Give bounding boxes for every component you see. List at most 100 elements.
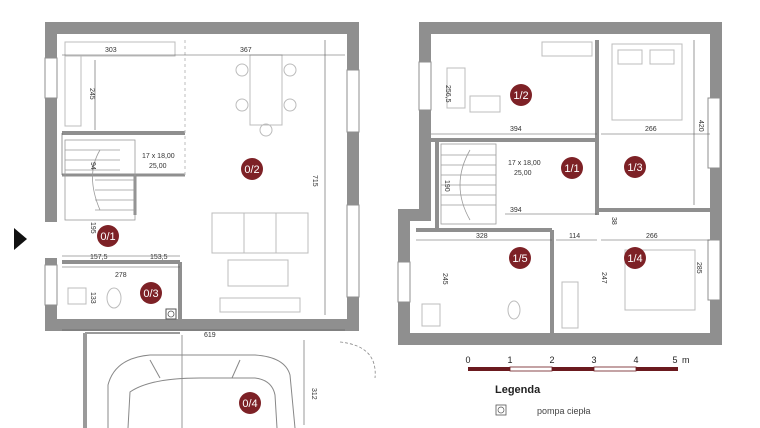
ground-stairs	[64, 139, 136, 221]
svg-text:1/5: 1/5	[512, 253, 527, 265]
dim-first-394-mid: 394	[510, 207, 522, 214]
legend-title: Legenda	[495, 384, 541, 396]
window-ground-right-1	[346, 69, 360, 133]
legend-item-heat-pump: pompa ciepła	[537, 406, 591, 416]
dim-ground-living-width: 367	[240, 47, 252, 54]
room-marker-0-2: 0/2	[241, 158, 263, 180]
dim-first-38: 38	[610, 217, 617, 225]
window-ground-right-2	[346, 204, 360, 298]
bed-1	[611, 43, 683, 121]
dim-ground-157-5: 157,5	[90, 254, 108, 261]
bed-2	[624, 249, 696, 311]
dim-first-256-5: 256,5	[444, 85, 451, 103]
svg-text:0/1: 0/1	[100, 231, 115, 243]
dim-first-stairs-count: 17 x 18,00	[508, 160, 541, 167]
scale-seg-1	[509, 366, 553, 372]
window-ground-left	[44, 57, 58, 99]
bathroom-shower	[421, 303, 441, 327]
dim-ground-715: 715	[311, 175, 318, 187]
dim-first-394-top: 394	[510, 126, 522, 133]
room-marker-0-4: 0/4	[239, 392, 261, 414]
dim-ground-stairs-tread: 25,00	[149, 163, 167, 170]
scale-tick-4: 4	[633, 355, 638, 365]
dim-first-247: 247	[600, 272, 607, 284]
svg-text:1/2: 1/2	[513, 90, 528, 102]
entrance-arrow-icon	[14, 228, 27, 250]
window-first-left-top	[418, 61, 432, 111]
svg-text:0/3: 0/3	[143, 288, 158, 300]
room-markers: 0/1 0/2 0/3 0/4 1/1 1/2 1/3 1/4 1/5	[97, 84, 646, 414]
dim-ground-278: 278	[115, 272, 127, 279]
dim-first-245: 245	[441, 273, 448, 285]
svg-text:1/4: 1/4	[627, 253, 642, 265]
dim-first-420: 420	[697, 120, 704, 132]
scale-seg-3	[593, 366, 637, 372]
garage-side-door-swing	[339, 341, 376, 379]
window-first-left	[397, 261, 411, 303]
first-floor-plan	[397, 22, 722, 345]
dim-first-stairs-tread: 25,00	[514, 170, 532, 177]
dim-first-114: 114	[569, 233, 580, 240]
scale-bar: 0 1 2 3 4 5 m	[465, 355, 690, 372]
room-marker-1-4: 1/4	[624, 247, 646, 269]
room-marker-0-3: 0/3	[140, 282, 162, 304]
svg-text:1/1: 1/1	[564, 163, 579, 175]
dining-set	[235, 54, 297, 137]
kitchen-side-counter	[64, 55, 82, 127]
dim-ground-133: 133	[89, 292, 96, 304]
scale-tick-1: 1	[507, 355, 512, 365]
dimension-labels: 303 367 245 94 17 x 18,00 25,00 715 195 …	[88, 47, 704, 400]
scale-tick-3: 3	[591, 355, 596, 365]
heat-pump-icon	[165, 308, 177, 320]
desk-1	[446, 67, 501, 113]
dim-first-266-mid: 266	[646, 233, 658, 240]
room-marker-0-1: 0/1	[97, 225, 119, 247]
entrance-door	[44, 222, 60, 258]
dim-ground-153-5: 153,5	[150, 254, 168, 261]
window-first-right-2	[707, 239, 721, 301]
first-stairs	[440, 143, 497, 225]
dim-ground-stairs-count: 17 x 18,00	[142, 153, 175, 160]
first-floor-mask	[416, 221, 431, 333]
scale-unit: m	[682, 355, 690, 365]
dim-ground-kitchen-depth: 245	[88, 88, 95, 100]
dim-first-190: 190	[443, 180, 450, 192]
dim-ground-619: 619	[204, 332, 216, 339]
scale-seg-0	[468, 367, 510, 371]
garage	[83, 332, 376, 428]
scale-seg-2	[552, 367, 594, 371]
heat-pump-legend-icon	[495, 404, 507, 416]
dim-first-328: 328	[476, 233, 488, 240]
first-floor-outer-walls	[419, 22, 722, 345]
room-marker-1-1: 1/1	[561, 157, 583, 179]
room-marker-1-2: 1/2	[510, 84, 532, 106]
wc-sink	[67, 287, 87, 305]
svg-text:0/2: 0/2	[244, 164, 259, 176]
ground-floor-plan	[14, 22, 360, 425]
sofa	[211, 212, 309, 313]
wardrobe-1	[541, 41, 593, 57]
dim-garage-312: 312	[310, 388, 317, 400]
dim-first-266-top: 266	[645, 126, 657, 133]
dim-ground-kitchen-width: 303	[105, 47, 117, 54]
scale-seg-4	[636, 367, 678, 371]
dim-ground-94: 94	[89, 162, 96, 170]
ground-dimension-lines	[61, 40, 345, 425]
room-marker-1-5: 1/5	[509, 247, 531, 269]
ground-floor-outer-walls	[45, 22, 359, 331]
car-icon	[107, 354, 296, 428]
kitchen-counter	[64, 41, 176, 57]
scale-tick-2: 2	[549, 355, 554, 365]
room-marker-1-3: 1/3	[624, 156, 646, 178]
bathroom-toilet	[507, 300, 521, 320]
scale-tick-0: 0	[465, 355, 470, 365]
svg-text:0/4: 0/4	[242, 398, 257, 410]
scale-tick-5: 5	[672, 355, 677, 365]
dim-ground-195: 195	[89, 222, 96, 234]
wardrobe-2	[561, 281, 579, 329]
dim-first-285: 285	[695, 262, 702, 274]
window-first-right-1	[707, 97, 721, 169]
wc-toilet	[106, 287, 122, 309]
